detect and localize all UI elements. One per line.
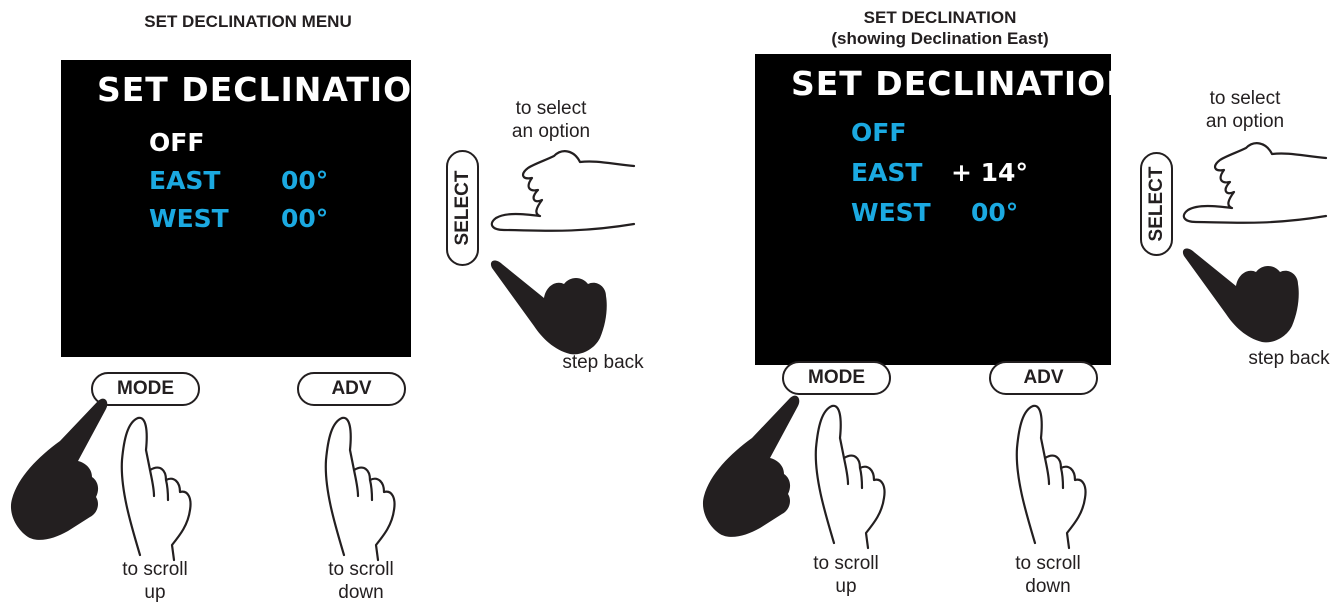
select-hand-icon (1176, 138, 1326, 228)
select-caption-line-2: an option (486, 120, 616, 143)
device-screen: SET DECLINATION OFF EAST 00° WEST 00° (61, 60, 411, 357)
step-back-hand-icon (1176, 246, 1306, 346)
step-back-caption: step back (548, 351, 658, 374)
scroll-up-caption: to scroll up (791, 552, 901, 598)
option-off: OFF (851, 118, 906, 147)
adv-button-label: ADV (1023, 367, 1063, 389)
mode-pressing-hand-icon (700, 392, 800, 542)
mode-button[interactable]: MODE (782, 361, 891, 395)
scroll-up-hand-icon (804, 398, 894, 553)
select-caption: to select an option (486, 97, 616, 143)
option-east-value: + 14° (951, 158, 1028, 187)
scroll-up-caption-line-2: up (100, 581, 210, 604)
scroll-down-hand-icon (314, 410, 404, 565)
scroll-down-caption-line-1: to scroll (306, 558, 416, 581)
option-west-label: WEST (851, 198, 931, 227)
option-east-label: EAST (149, 166, 220, 195)
screen-title: SET DECLINATION (97, 70, 441, 109)
option-east-value: 00° (281, 166, 328, 195)
panel-title: SET DECLINATION MENU (98, 11, 398, 32)
option-off: OFF (149, 128, 204, 157)
mode-pressing-hand-icon (8, 395, 108, 545)
scroll-up-hand-icon (110, 410, 200, 565)
option-west-value: 00° (971, 198, 1018, 227)
adv-button[interactable]: ADV (989, 361, 1098, 395)
scroll-up-caption-line-1: to scroll (791, 552, 901, 575)
device-screen: SET DECLINATION OFF EAST + 14° WEST 00° (755, 54, 1111, 365)
adv-button-label: ADV (331, 378, 371, 400)
step-back-hand-icon (484, 258, 614, 358)
select-hand-icon (484, 146, 634, 236)
scroll-down-hand-icon (1005, 398, 1095, 553)
select-caption: to select an option (1180, 87, 1310, 133)
mode-button-label: MODE (117, 378, 174, 400)
scroll-down-caption-line-1: to scroll (993, 552, 1103, 575)
scroll-up-caption-line-2: up (791, 575, 901, 598)
select-caption-line-1: to select (1180, 87, 1310, 110)
scroll-down-caption: to scroll down (993, 552, 1103, 598)
scroll-down-caption-line-2: down (306, 581, 416, 604)
select-button[interactable]: SELECT (446, 150, 479, 266)
scroll-up-caption: to scroll up (100, 558, 210, 604)
option-west-value: 00° (281, 204, 328, 233)
select-caption-line-1: to select (486, 97, 616, 120)
mode-button-label: MODE (808, 367, 865, 389)
select-button-label: SELECT (1146, 167, 1168, 242)
scroll-down-caption-line-2: down (993, 575, 1103, 598)
select-button[interactable]: SELECT (1140, 152, 1173, 256)
option-east-label: EAST (851, 158, 922, 187)
step-back-caption: step back (1234, 347, 1344, 370)
select-caption-line-2: an option (1180, 110, 1310, 133)
select-button-label: SELECT (452, 171, 474, 246)
screen-title: SET DECLINATION (791, 64, 1135, 103)
panel-title-line-1: SET DECLINATION MENU (98, 11, 398, 32)
panel-title-line-2: (showing Declination East) (790, 28, 1090, 49)
scroll-up-caption-line-1: to scroll (100, 558, 210, 581)
panel-title: SET DECLINATION (showing Declination Eas… (790, 7, 1090, 49)
panel-title-line-1: SET DECLINATION (790, 7, 1090, 28)
option-west-label: WEST (149, 204, 229, 233)
scroll-down-caption: to scroll down (306, 558, 416, 604)
adv-button[interactable]: ADV (297, 372, 406, 406)
